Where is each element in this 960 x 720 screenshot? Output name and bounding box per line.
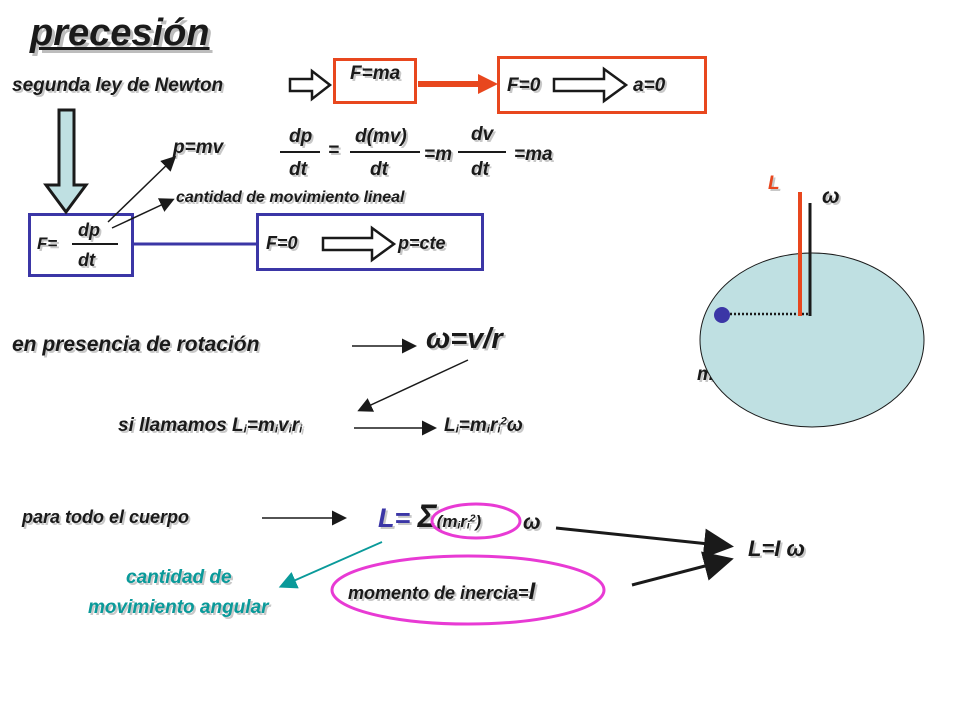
- arrow-p-from-box: [107, 155, 177, 223]
- subscript-i: i: [455, 423, 459, 436]
- f-ma-text: F=ma: [350, 63, 401, 84]
- omega-formula: ω=v/r: [426, 323, 503, 355]
- p-mv-text: p=mv: [173, 137, 224, 158]
- hollow-arrow-newton: [288, 68, 333, 102]
- arrow-to-LIw-bottom: [631, 551, 734, 587]
- li-r-text: r: [291, 415, 300, 436]
- equals-ma: =ma: [514, 144, 553, 165]
- inertia-label: momento de inercia=I: [348, 580, 535, 604]
- p-cte-text: p=cte: [398, 233, 446, 253]
- subscript-i: i: [243, 423, 247, 436]
- subscript-i: i: [299, 423, 303, 436]
- dt-denominator-1: dt: [289, 159, 307, 180]
- angular-momentum-label-2: movimiento angular: [88, 597, 269, 618]
- subscript-i: i: [466, 520, 470, 532]
- inertia-symbol: I: [528, 578, 536, 605]
- subscript-i: i: [274, 423, 279, 436]
- f0-text: F=0: [507, 75, 541, 96]
- dv-numerator: dv: [471, 124, 494, 145]
- inertia-text: momento de inercia=: [348, 583, 529, 603]
- f0-a0-box: [497, 56, 707, 114]
- squared: 2: [500, 415, 507, 428]
- li2-eq-text: =m: [458, 415, 487, 436]
- rotation-label: en presencia de rotación: [12, 333, 260, 356]
- figure-omega-label: ω: [822, 185, 840, 208]
- dt-denominator-box: dt: [78, 250, 95, 270]
- whole-body-label: para todo el cuerpo: [22, 507, 190, 527]
- L-I-omega: L=I ω: [748, 536, 805, 561]
- arrow-to-LIw-top: [555, 526, 734, 559]
- dt-denominator-2: dt: [370, 159, 388, 180]
- f0-pcte-box: [256, 213, 484, 271]
- big-down-arrow: [43, 108, 89, 215]
- sum-open: (m: [436, 512, 458, 531]
- li2-omega-text: ω: [506, 415, 523, 436]
- li2-r-text: r: [489, 415, 498, 436]
- a0-text: a=0: [633, 75, 666, 96]
- dt-denominator-3: dt: [471, 159, 489, 180]
- inertia-highlight-ellipse: [330, 554, 606, 626]
- L-eq-text: L=: [378, 503, 411, 533]
- subscript-i: i: [288, 423, 292, 436]
- dp-numerator: dp: [289, 126, 313, 147]
- arrow-teal: [278, 541, 383, 589]
- angular-momentum-omega: Li=miri2ω: [444, 415, 523, 436]
- angular-momentum-label-1: cantidad de: [126, 567, 232, 588]
- subscript-i: i: [497, 423, 501, 436]
- f-ma-box: [333, 58, 417, 104]
- f0-text-2: F=0: [266, 233, 298, 253]
- arrow-linear-label: [111, 198, 175, 229]
- figure-L-label: L: [768, 173, 780, 194]
- sum-r: r: [460, 512, 467, 531]
- newton-law-label: segunda ley de Newton: [12, 75, 224, 96]
- squared: 2: [469, 513, 476, 525]
- dp-numerator-box: dp: [78, 220, 100, 240]
- hollow-arrow-pcte: [321, 225, 397, 263]
- f-eq-text: F=: [37, 234, 58, 253]
- orange-arrow-head: [478, 74, 498, 94]
- li-eq-text: =m: [246, 415, 275, 436]
- equals-1: =: [328, 140, 340, 161]
- sum-highlight-ellipse: [430, 502, 522, 540]
- rotating-disk: [699, 252, 925, 428]
- si-llamamos-text: si llamamos L: [118, 415, 244, 436]
- equals-m: =m: [424, 144, 452, 165]
- subscript-i: i: [457, 520, 461, 532]
- angular-momentum-def: si llamamos Li=miviri: [118, 416, 302, 436]
- dmv-numerator: d(mv): [355, 126, 407, 147]
- sum-close: ): [475, 512, 482, 531]
- f-dpdt-box: [28, 213, 134, 277]
- li-v-text: v: [278, 415, 289, 436]
- page-title: precesión: [30, 12, 210, 54]
- subscript-i: i: [486, 423, 490, 436]
- total-omega: ω: [523, 511, 541, 534]
- hollow-arrow-a0: [552, 66, 629, 104]
- mass-point: [714, 307, 730, 323]
- linear-momentum-label: cantidad de movimiento lineal: [176, 189, 405, 206]
- arrow-omega-down: [357, 359, 469, 412]
